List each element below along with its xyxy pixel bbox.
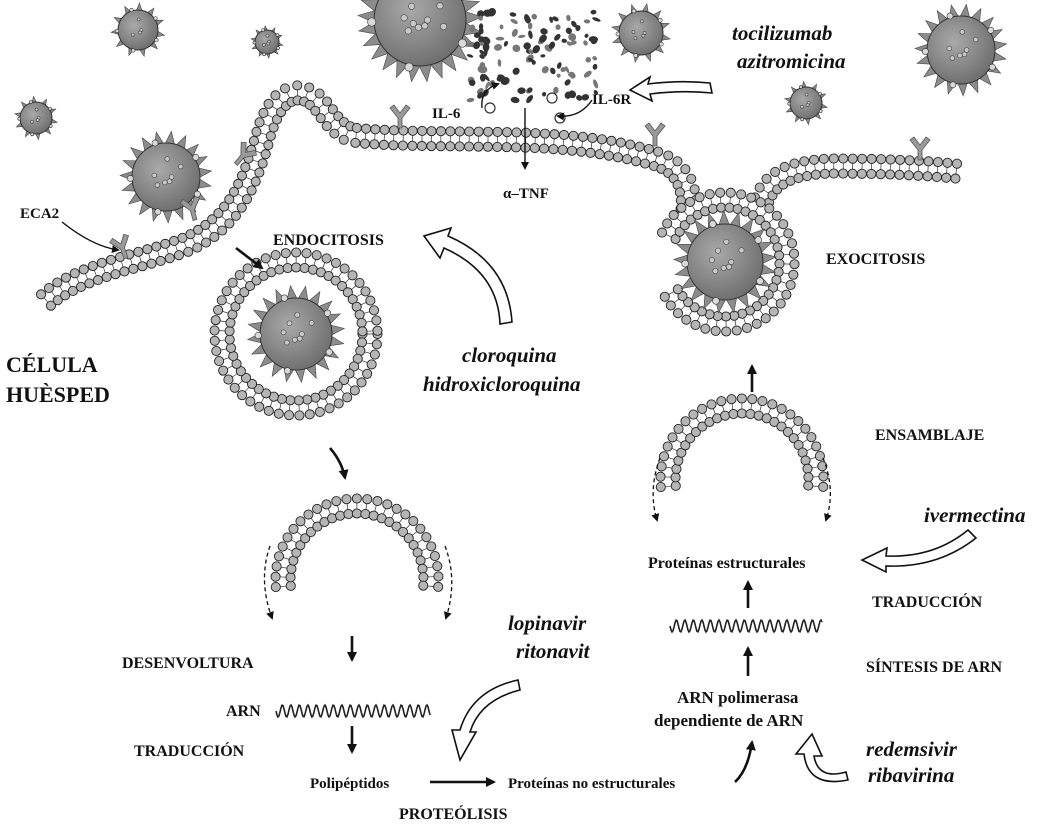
rna-strand-right	[669, 618, 823, 634]
il6-receptor-1	[389, 104, 411, 129]
drug-tocilizumab: tocilizumab	[732, 21, 832, 45]
polymerase-label-line1: ARN polimerasa	[677, 688, 799, 707]
polymerase-label-line2: dependiente de ARN	[654, 711, 804, 730]
inhibit-arrow-redemsivir	[794, 732, 849, 783]
stage-endocytosis: ENDOCITOSIS	[273, 232, 384, 249]
il6-receptor-3	[909, 136, 931, 161]
virus-top-left	[110, 2, 166, 58]
exocytosis-vesicle	[656, 187, 800, 337]
drug-ritonavit: ritonavit	[516, 639, 591, 663]
eca2-label: ECA2	[20, 206, 59, 222]
il6r-label: IL-6R	[592, 92, 631, 108]
virus-in-endosome	[246, 284, 346, 384]
rna-strand-left	[275, 703, 431, 719]
il6-receptor-2	[644, 122, 666, 147]
virus-small-top	[250, 25, 284, 59]
polypeptides-label: Polipéptidos	[310, 776, 389, 792]
rna-label: ARN	[226, 703, 261, 720]
nonstructural-proteins-label: Proteínas no estructurales	[508, 776, 675, 792]
stage-uncoating: DESENVOLTURA	[122, 655, 254, 672]
structural-proteins-label: Proteínas estructurales	[648, 555, 805, 572]
drug-ivermectina: ivermectina	[924, 503, 1025, 527]
virus-exocytosis	[672, 209, 777, 314]
rotation-arrows	[263, 457, 832, 620]
drug-ribavirina: ribavirina	[868, 763, 954, 787]
plasma-membrane-left	[36, 80, 701, 311]
eca2-receptor-2	[233, 141, 257, 166]
inhibit-arrow-lopinavir	[450, 679, 521, 763]
drug-azitromicina: azitromicina	[737, 49, 846, 73]
virus-binding	[119, 130, 213, 224]
eca2-receptor-3	[179, 195, 201, 222]
stage-proteolysis: PROTEÓLISIS	[399, 804, 508, 823]
inhibit-arrow-endocytosis	[422, 226, 513, 325]
flow-arrows	[235, 108, 757, 787]
pointer-arrows	[61, 82, 593, 254]
drug-lopinavir: lopinavir	[508, 611, 587, 635]
endosome-vesicle	[209, 247, 383, 421]
viruses	[13, 0, 1008, 384]
cell-label-line1: CÉLULA	[6, 352, 98, 377]
tnf-label: α–TNF	[503, 186, 549, 202]
assembly-membrane	[655, 393, 829, 493]
plasma-membrane-right	[749, 153, 970, 208]
membranes	[36, 80, 970, 593]
inhibit-arrow-top	[628, 75, 713, 103]
drug-redemsivir: redemsivir	[866, 737, 958, 761]
labels: CÉLULA HUÈSPED ECA2 IL-6 IL-6R α–TNF toc…	[6, 21, 1025, 823]
virus-right-small	[783, 80, 829, 126]
uncoating-membrane	[270, 493, 444, 593]
stage-translation-right: TRADUCCIÓN	[872, 592, 983, 611]
stage-rna-synthesis: SÍNTESIS DE ARN	[866, 657, 1003, 676]
virus-top-right	[611, 3, 671, 63]
receptors	[109, 104, 931, 260]
stage-exocytosis: EXOCITOSIS	[826, 251, 925, 268]
virus-top-center	[357, 0, 483, 83]
cell-label-line2: HUÈSPED	[6, 382, 110, 407]
il6-label: IL-6	[432, 106, 461, 122]
inhibit-arrow-ivermectin	[860, 528, 978, 574]
stage-assembly: ENSAMBLAJE	[875, 427, 984, 444]
drug-hidroxicloroquina: hidroxicloroquina	[423, 372, 581, 396]
virus-far-right	[914, 3, 1008, 97]
virus-left	[13, 95, 59, 141]
drug-cloroquina: cloroquina	[462, 343, 557, 367]
inhibition-arrows	[422, 75, 978, 783]
stage-translation-left: TRADUCCIÓN	[134, 741, 245, 760]
cytokine-cloud	[466, 8, 601, 124]
